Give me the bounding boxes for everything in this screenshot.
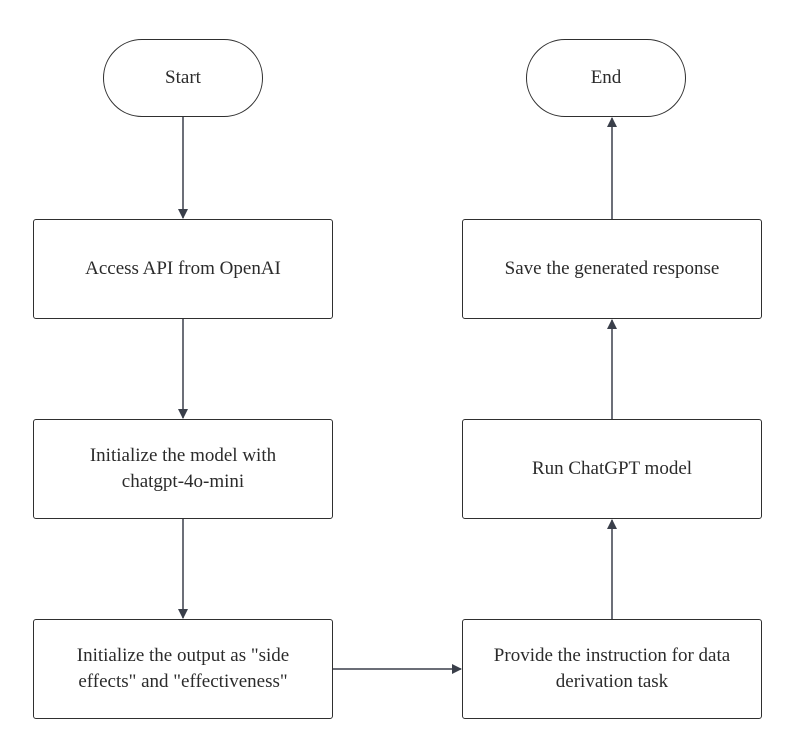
run-model-label: Run ChatGPT model [531, 458, 693, 479]
init-output-label: Initialize the output as "side effects" … [76, 645, 290, 692]
save-response-step: Save the generated response [462, 219, 762, 319]
access-api-step: Access API from OpenAI [33, 219, 333, 319]
run-model-step: Run ChatGPT model [462, 419, 762, 519]
access-api-label: Access API from OpenAI [85, 258, 281, 279]
save-response-label: Save the generated response [504, 258, 720, 279]
end-label: End [590, 67, 622, 88]
start-label: Start [165, 67, 201, 88]
start-terminal: Start [103, 39, 263, 117]
init-model-label: Initialize the model with chatgpt-4o-min… [89, 445, 277, 492]
init-output-step: Initialize the output as "side effects" … [33, 619, 333, 719]
init-model-step: Initialize the model with chatgpt-4o-min… [33, 419, 333, 519]
end-terminal: End [526, 39, 686, 117]
provide-instruction-step: Provide the instruction for data derivat… [462, 619, 762, 719]
provide-instruction-label: Provide the instruction for data derivat… [493, 645, 731, 692]
